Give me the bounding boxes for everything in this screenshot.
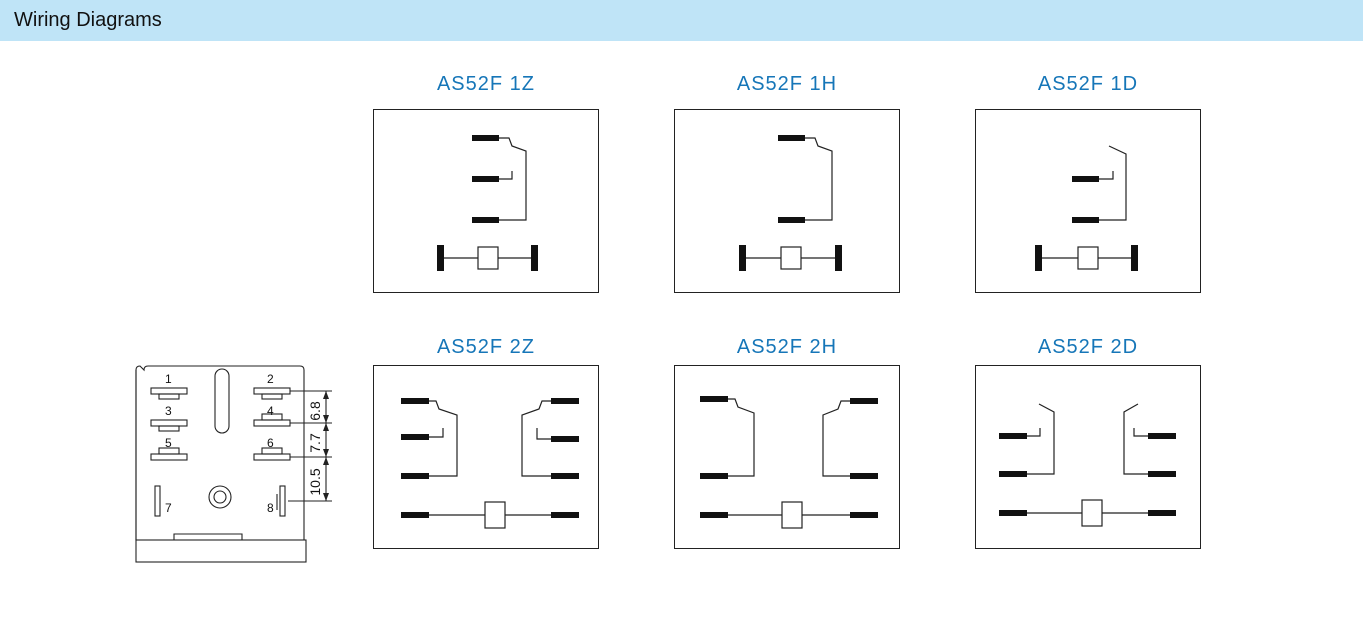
relay-footprint: 1 2 3 4 5 6 7 8 6.8 7.7 10.5 xyxy=(130,362,340,572)
diagram-title-2d: AS52F 2D xyxy=(1037,336,1139,358)
diagram-title-2z: AS52F 2Z xyxy=(436,336,536,358)
schematic-1h xyxy=(739,135,842,271)
diagram-title-1z: AS52F 1Z xyxy=(436,73,536,95)
pin-label-5: 5 xyxy=(165,436,172,450)
pin-label-1: 1 xyxy=(165,372,172,386)
pin-label-4: 4 xyxy=(267,404,274,418)
pin-label-2: 2 xyxy=(267,372,274,386)
pin-label-8: 8 xyxy=(267,501,274,515)
schematic-1d xyxy=(1035,145,1138,271)
pin-label-6: 6 xyxy=(267,436,274,450)
schematic-1z xyxy=(437,135,538,271)
dimension-label-6-8: 6.8 xyxy=(307,401,323,421)
schematic-2h xyxy=(700,396,878,529)
wiring-diagram-2h xyxy=(674,365,900,549)
pin-label-7: 7 xyxy=(165,501,172,515)
dimension-label-10-5: 10.5 xyxy=(307,468,323,495)
wiring-diagram-2d xyxy=(975,365,1201,549)
dimension-label-7-7: 7.7 xyxy=(307,433,323,453)
schematic-2d xyxy=(999,403,1176,527)
wiring-diagram-2z xyxy=(373,365,599,549)
schematic-2z xyxy=(401,398,579,529)
wiring-diagram-1z xyxy=(373,109,599,293)
footprint-drawing: 1 2 3 4 5 6 7 8 6.8 7.7 10.5 xyxy=(135,365,332,563)
wiring-diagram-1d xyxy=(975,109,1201,293)
pin-label-3: 3 xyxy=(165,404,172,418)
diagram-title-1d: AS52F 1D xyxy=(1037,73,1139,95)
header-bar: Wiring Diagrams xyxy=(0,0,1363,41)
diagram-title-1h: AS52F 1H xyxy=(736,73,838,95)
diagram-title-2h: AS52F 2H xyxy=(736,336,838,358)
page-title: Wiring Diagrams xyxy=(14,9,162,31)
wiring-diagram-1h xyxy=(674,109,900,293)
